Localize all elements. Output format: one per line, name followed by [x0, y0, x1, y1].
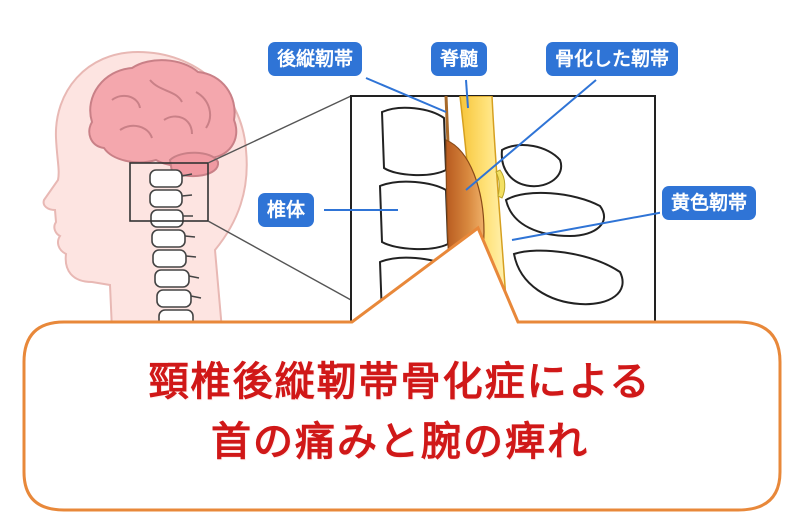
- callout-text: 頸椎後縦靭帯骨化症による 首の痛みと腕の痺れ: [40, 352, 760, 472]
- label-vertebral-body: 椎体: [258, 193, 315, 227]
- label-posterior-longitudinal-ligament: 後縦靭帯: [268, 42, 363, 76]
- cervical-spine-icon: [149, 169, 202, 328]
- callout-line-2: 首の痛みと腕の痺れ: [211, 418, 589, 465]
- label-ossified-ligament: 骨化した靭帯: [546, 42, 679, 76]
- callout-bubble: [22, 225, 782, 512]
- callout-line-1: 頸椎後縦靭帯骨化症による: [148, 358, 652, 405]
- brain-icon: [88, 59, 238, 178]
- label-yellow-ligament: 黄色靭帯: [662, 186, 757, 220]
- zoom-region: [129, 162, 209, 222]
- label-spinal-cord: 脊髄: [431, 42, 488, 76]
